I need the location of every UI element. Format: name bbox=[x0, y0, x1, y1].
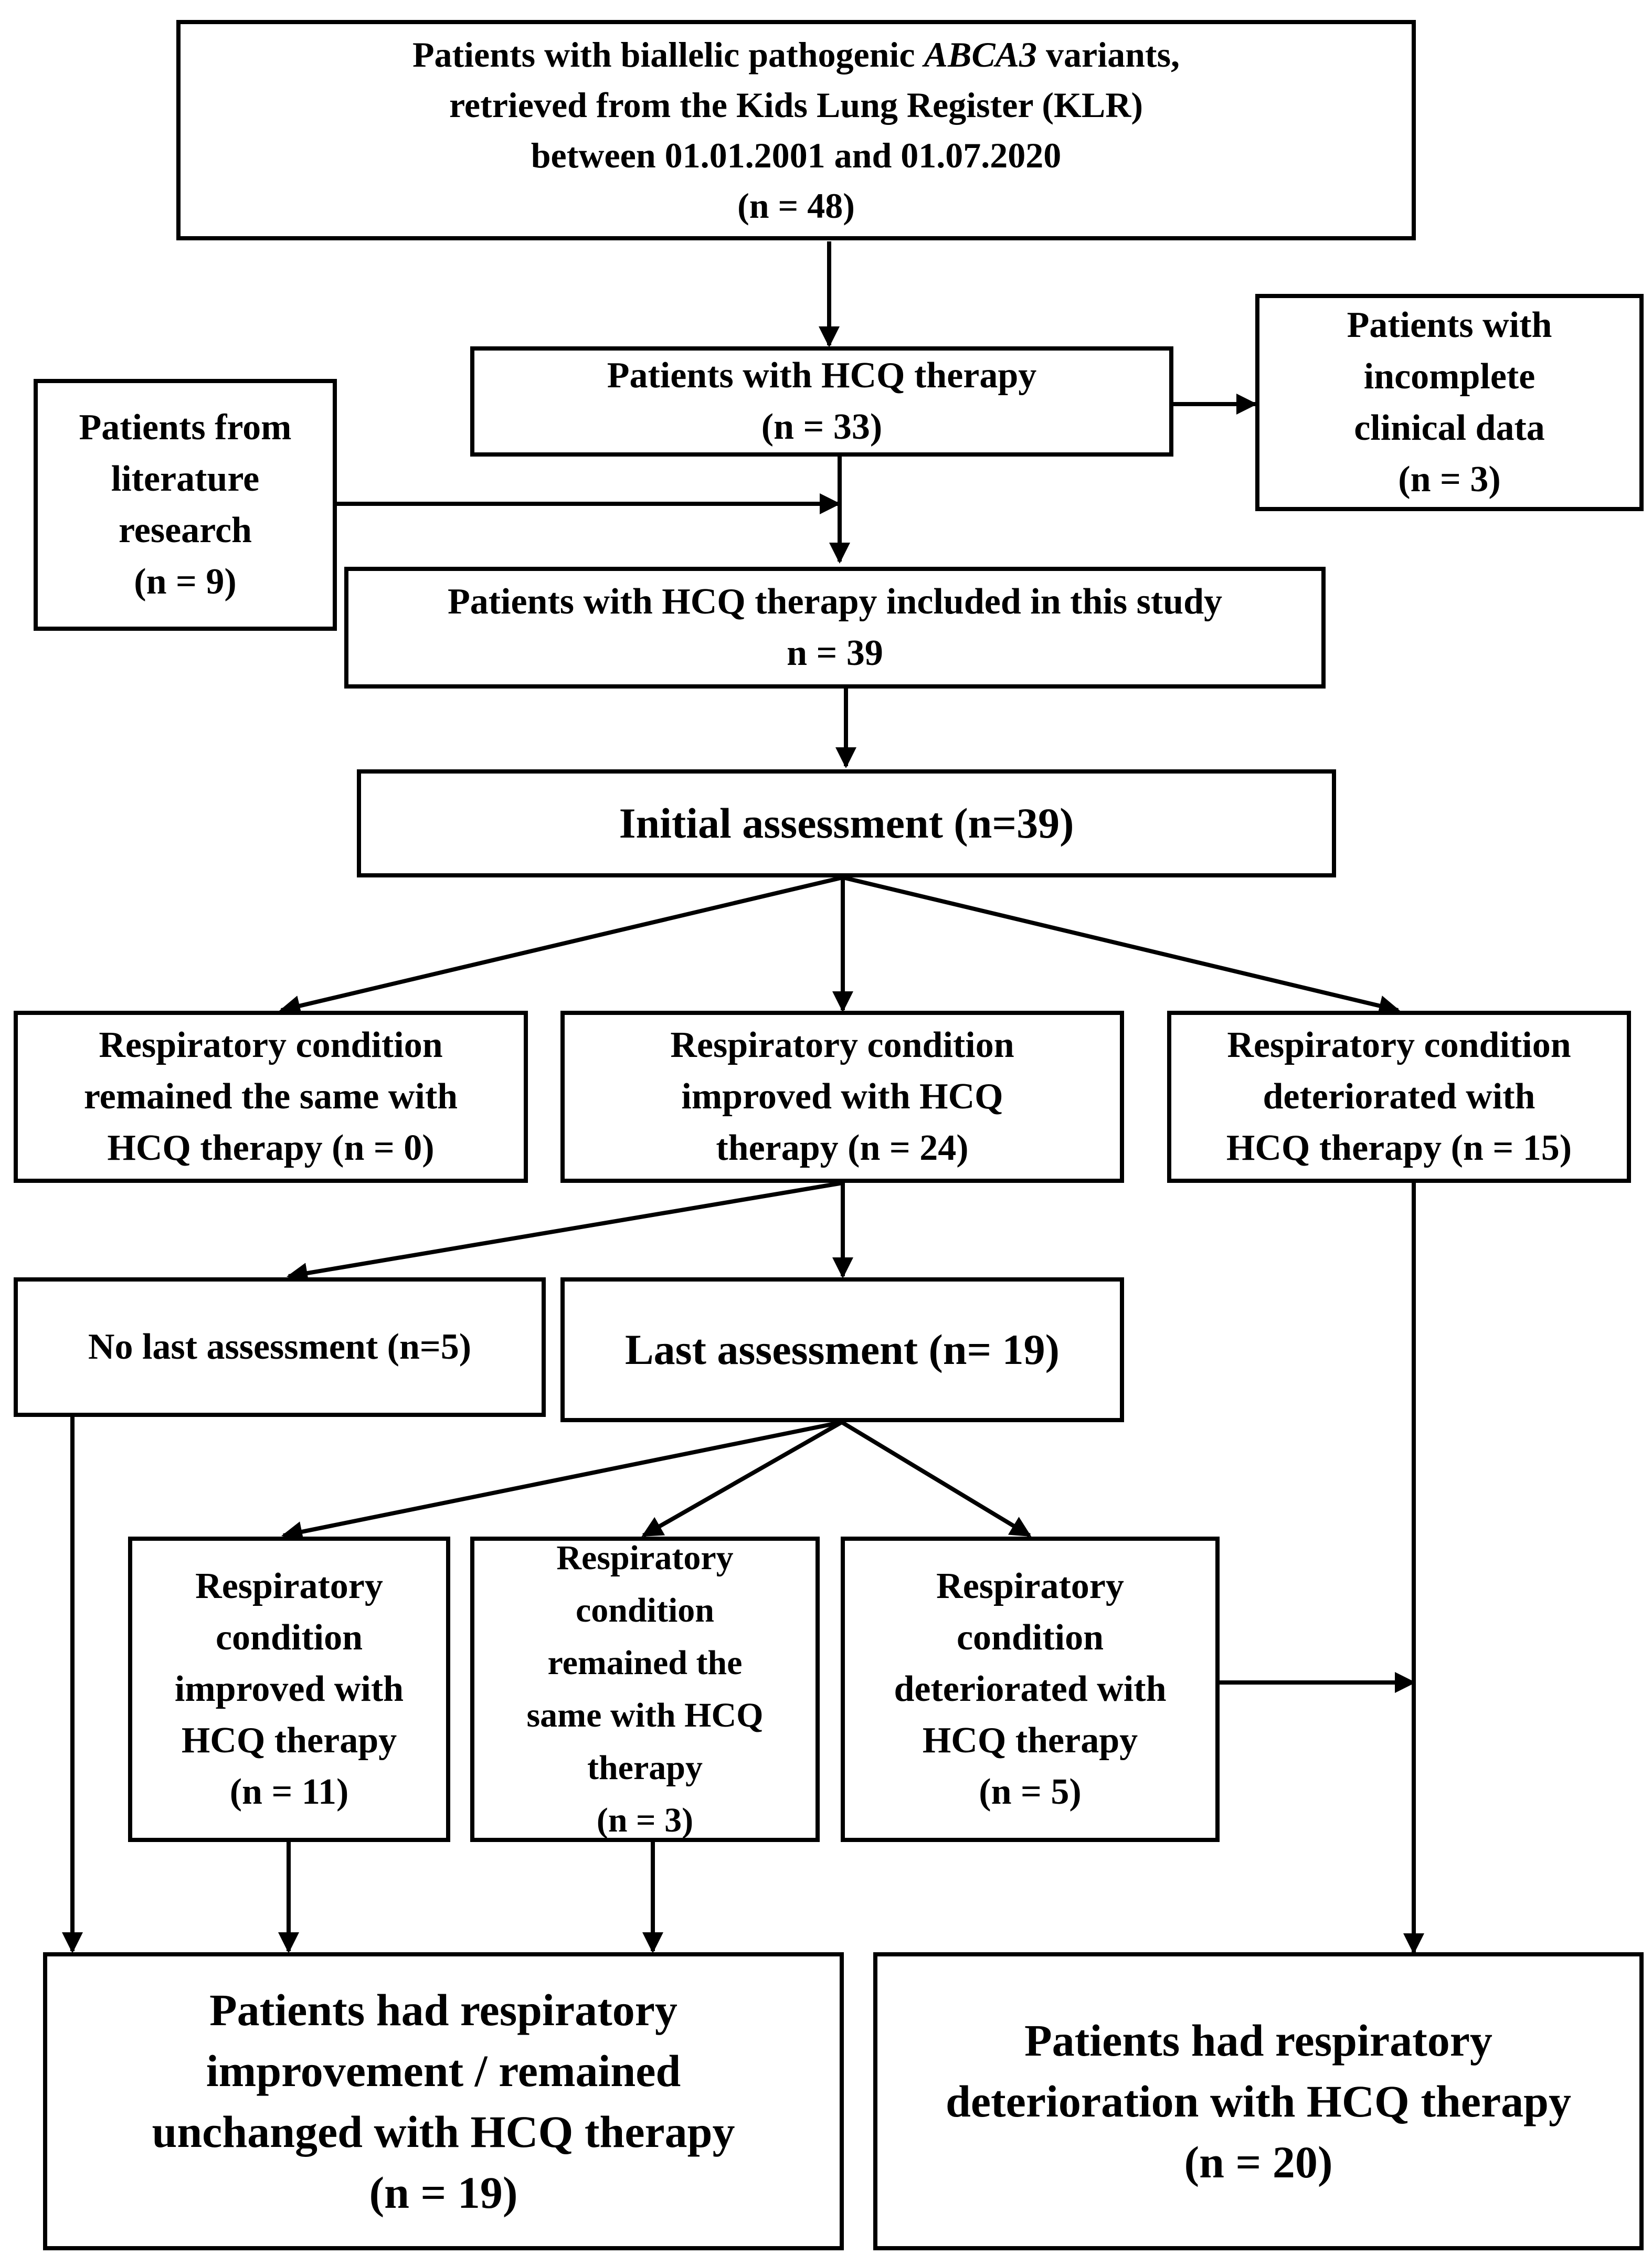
gene-name: ABCA3 bbox=[924, 35, 1037, 75]
initial-improved-text: Respiratory condition improved with HCQ … bbox=[670, 1025, 1014, 1168]
initial-improved-box: Respiratory condition improved with HCQ … bbox=[560, 1011, 1124, 1183]
last-improved-text: Respiratory condition improved with HCQ … bbox=[174, 1566, 404, 1812]
last-deteriorated-box: Respiratory condition deteriorated with … bbox=[841, 1537, 1220, 1842]
arrow-last-to-deteriorated bbox=[840, 1420, 1032, 1538]
hcq-therapy-text: Patients with HCQ therapy (n = 33) bbox=[607, 355, 1037, 447]
literature-box: Patients from literature research (n = 9… bbox=[34, 379, 337, 631]
initial-assessment-box: Initial assessment (n=39) bbox=[357, 769, 1336, 877]
initial-same-box: Respiratory condition remained the same … bbox=[14, 1011, 528, 1183]
no-last-assessment-text: No last assessment (n=5) bbox=[88, 1327, 472, 1367]
arrow-last-to-same bbox=[641, 1420, 843, 1538]
included-study-box: Patients with HCQ therapy included in th… bbox=[344, 567, 1326, 689]
last-improved-box: Respiratory condition improved with HCQ … bbox=[128, 1537, 450, 1842]
arrow-improved-to-no-last bbox=[287, 1181, 843, 1284]
outcome-improved-text: Patients had respiratory improvement / r… bbox=[152, 1985, 735, 2218]
source-cohort-box: Patients with biallelic pathogenic ABCA3… bbox=[176, 20, 1416, 240]
initial-assessment-text: Initial assessment (n=39) bbox=[619, 799, 1074, 847]
included-study-text: Patients with HCQ therapy included in th… bbox=[447, 581, 1223, 673]
last-assessment-text: Last assessment (n= 19) bbox=[624, 1326, 1060, 1373]
outcome-deteriorated-box: Patients had respiratory deterioration w… bbox=[873, 1952, 1644, 2250]
initial-deteriorated-box: Respiratory condition deteriorated with … bbox=[1167, 1011, 1631, 1183]
source-line1-post: variants, bbox=[1037, 35, 1180, 75]
last-same-box: Respiratory condition remained the same … bbox=[470, 1537, 820, 1842]
arrow-last-to-improved bbox=[281, 1420, 842, 1542]
source-line1-pre: Patients with biallelic pathogenic bbox=[412, 35, 924, 75]
hcq-therapy-box: Patients with HCQ therapy (n = 33) bbox=[470, 346, 1173, 457]
literature-text: Patients from literature research (n = 9… bbox=[79, 407, 292, 602]
initial-deteriorated-text: Respiratory condition deteriorated with … bbox=[1226, 1025, 1572, 1168]
outcome-improved-box: Patients had respiratory improvement / r… bbox=[43, 1952, 844, 2250]
initial-same-text: Respiratory condition remained the same … bbox=[83, 1025, 458, 1168]
last-assessment-box: Last assessment (n= 19) bbox=[560, 1277, 1124, 1422]
last-deteriorated-text: Respiratory condition deteriorated with … bbox=[894, 1566, 1167, 1812]
arrow-initial-to-deteriorated bbox=[842, 875, 1400, 1017]
arrow-initial-to-same bbox=[279, 875, 843, 1017]
no-last-assessment-box: No last assessment (n=5) bbox=[14, 1277, 546, 1417]
incomplete-data-box: Patients with incomplete clinical data (… bbox=[1255, 294, 1644, 511]
outcome-deteriorated-text: Patients had respiratory deterioration w… bbox=[946, 2015, 1571, 2187]
source-cohort-details: retrieved from the Kids Lung Register (K… bbox=[449, 85, 1143, 226]
incomplete-data-text: Patients with incomplete clinical data (… bbox=[1347, 305, 1552, 500]
last-same-text: Respiratory condition remained the same … bbox=[526, 1539, 764, 1839]
